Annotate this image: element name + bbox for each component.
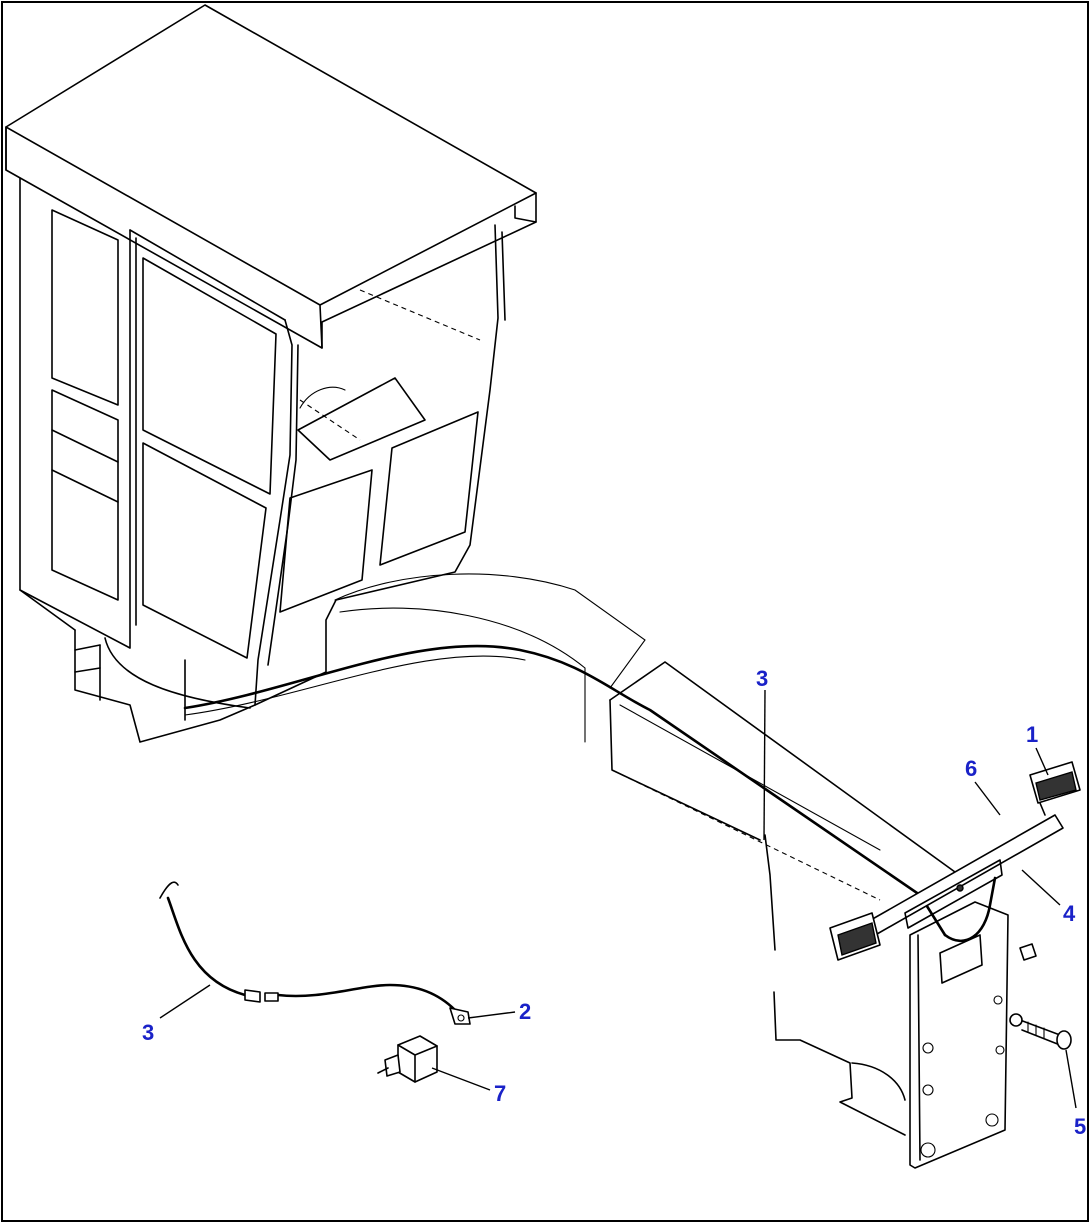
operator-cab	[5, 4, 537, 743]
boom-frame	[334, 573, 1009, 1169]
callout-7: 7	[494, 1081, 506, 1106]
mounting-bolt	[1009, 943, 1072, 1050]
callout-5: 5	[1074, 1114, 1086, 1139]
ground-cable	[159, 881, 471, 1025]
callout-6: 6	[965, 756, 977, 781]
work-lamp-right	[1029, 761, 1081, 816]
callout-1: 1	[1026, 722, 1038, 747]
work-lamp-left	[829, 912, 881, 961]
callout-2: 2	[519, 999, 531, 1024]
callout-leaders	[159, 689, 1077, 1109]
wire-harness	[183, 644, 997, 943]
callout-4: 4	[1063, 901, 1076, 926]
toggle-switch	[377, 1035, 438, 1083]
callout-3-cable: 3	[142, 1020, 154, 1045]
callout-3-boom: 3	[756, 666, 768, 691]
